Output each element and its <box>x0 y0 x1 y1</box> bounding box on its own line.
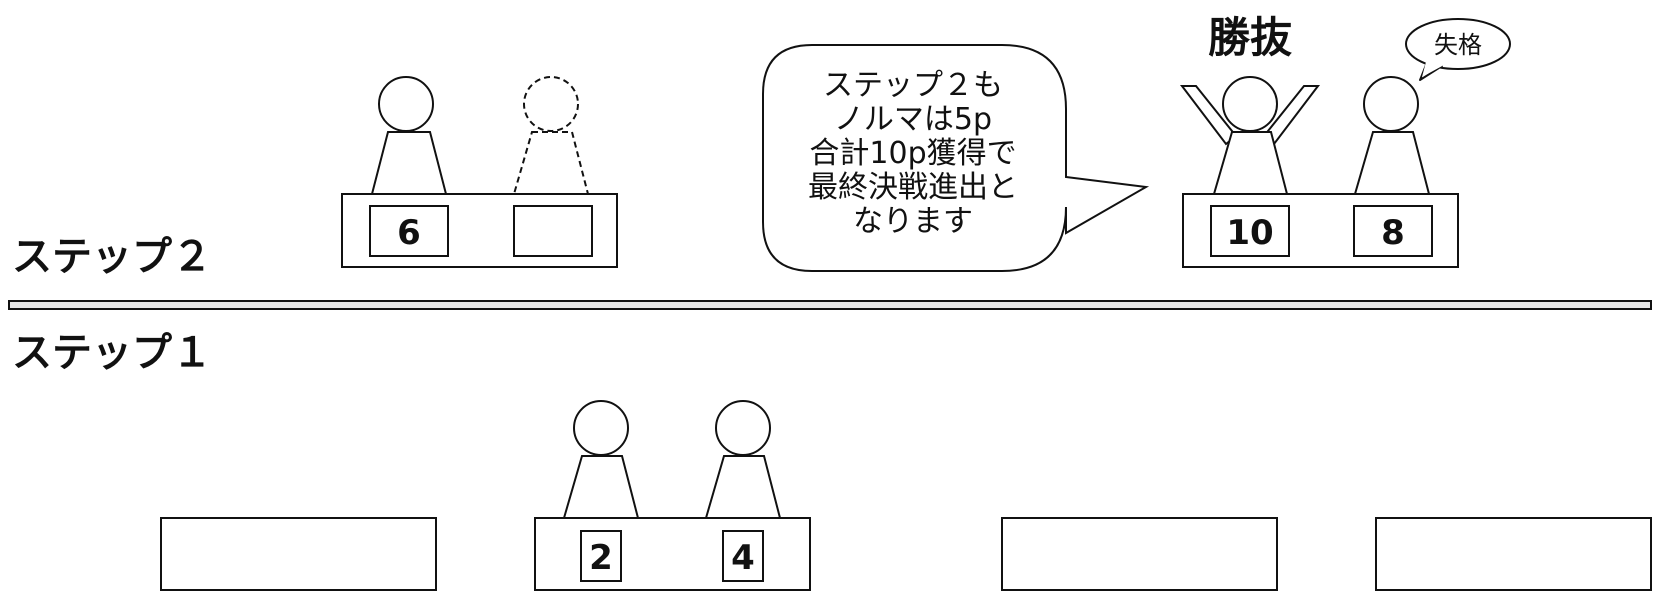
speech-line: ノルマは5p <box>834 102 992 137</box>
score-value: 6 <box>397 213 421 253</box>
speech-line: 最終決戦進出と <box>808 170 1018 205</box>
contestant-head <box>573 400 629 456</box>
speech-line: 合計10p獲得で <box>809 136 1016 171</box>
score-box <box>1210 205 1290 257</box>
score-box <box>369 205 449 257</box>
contestant-body <box>562 455 640 519</box>
score-value: 4 <box>731 538 755 578</box>
speech-line: なります <box>853 204 973 239</box>
step2-left-group: 6 <box>341 76 618 268</box>
score-box <box>722 530 764 582</box>
winner-contestant-head <box>1222 76 1278 132</box>
small-speech-bubble <box>1405 18 1511 70</box>
contestant-body <box>370 131 448 195</box>
score-box <box>1353 205 1433 257</box>
step1-occupied-group: 2 4 <box>534 400 811 591</box>
score-box <box>513 205 593 257</box>
contestant-head <box>715 400 771 456</box>
eliminated-contestant-body <box>512 131 590 195</box>
winner-label: 勝抜 <box>1208 13 1292 62</box>
speech-line: ステップ２も <box>823 68 1003 103</box>
score-value: 2 <box>589 538 613 578</box>
desk <box>534 517 811 591</box>
step2-right-group: 勝抜 失格 10 8 <box>1179 13 1511 268</box>
step2-label: ステップ２ <box>12 234 212 280</box>
disqualified-label: 失格 <box>1434 31 1482 59</box>
empty-desk <box>160 517 437 591</box>
step1-label: ステップ１ <box>12 330 212 376</box>
empty-desk <box>1375 517 1652 591</box>
speech-bubble-shape <box>762 44 1150 272</box>
score-box <box>580 530 622 582</box>
contestant-body <box>704 455 782 519</box>
disqualified-contestant-head <box>1363 76 1419 132</box>
contestant-head <box>378 76 434 132</box>
disqualified-contestant-body <box>1353 131 1431 195</box>
score-value: 10 <box>1226 213 1273 253</box>
stage-divider <box>8 300 1652 310</box>
score-value: 8 <box>1381 213 1405 253</box>
eliminated-contestant-head <box>523 76 579 132</box>
empty-desk <box>1001 517 1278 591</box>
speech-bubble: ステップ２も ノルマは5p 合計10p獲得で 最終決戦進出と なります <box>762 44 1150 272</box>
